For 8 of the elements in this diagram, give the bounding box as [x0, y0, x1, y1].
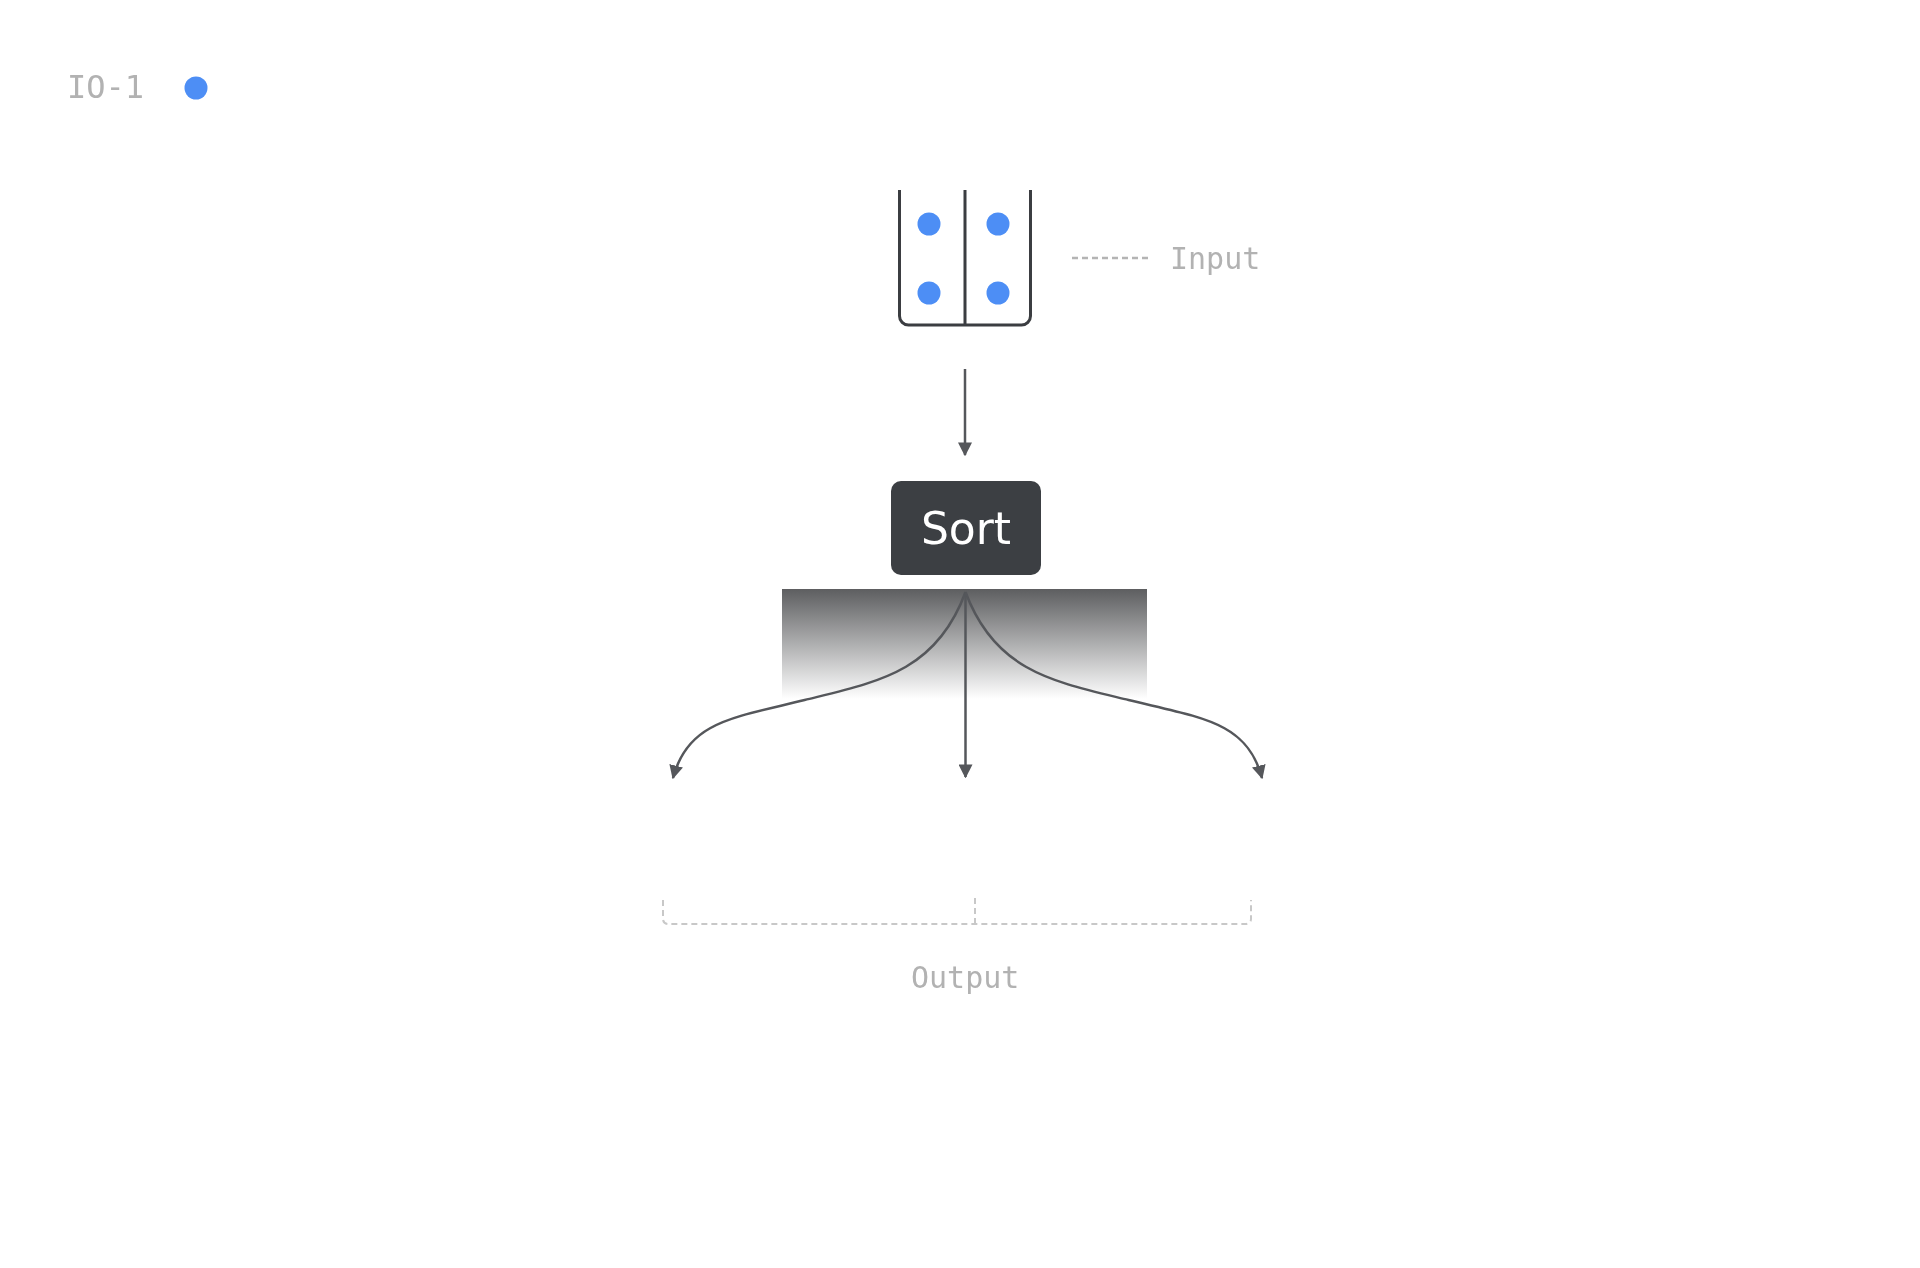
figure-label: IO-1: [67, 68, 145, 106]
input-label: Input: [1170, 240, 1261, 276]
leader-line: [1072, 256, 1148, 260]
arrow: [958, 369, 972, 457]
arrow: [670, 591, 967, 780]
process-box: Sort: [891, 481, 1041, 575]
arrow: [964, 591, 1265, 780]
output-label: Output: [911, 960, 1020, 995]
